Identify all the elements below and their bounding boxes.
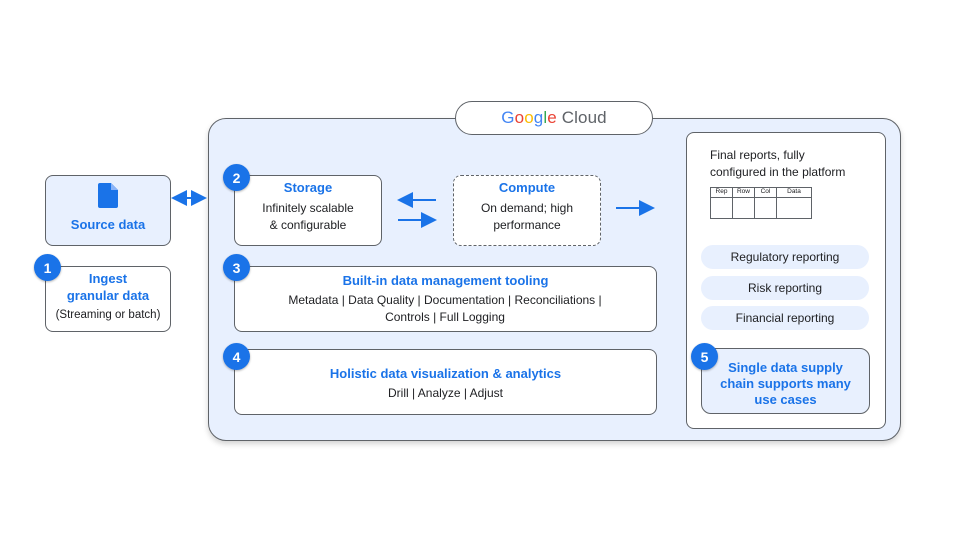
tooling-box: [234, 266, 657, 332]
compute-box: [453, 175, 601, 246]
compute-description: On demand; high performance: [453, 200, 601, 234]
compute-desc-line: On demand; high: [480, 201, 574, 215]
visualization-description: Drill | Analyze | Adjust: [388, 386, 503, 400]
supply-chain-line: Single data supply: [728, 360, 843, 375]
regulatory-reporting-pill: Regulatory reporting: [701, 245, 869, 269]
ingest-box: [45, 266, 171, 332]
financial-reporting-pill: Financial reporting: [701, 306, 869, 330]
logo-letter: G: [501, 108, 515, 127]
ingest-title-line: Ingest: [88, 271, 128, 286]
ingest-subtitle: (Streaming or batch): [55, 309, 161, 321]
step-badge-4: 4: [223, 343, 250, 370]
document-icon: [98, 183, 118, 208]
storage-box: [234, 175, 382, 246]
logo-letter: e: [547, 108, 557, 127]
tooling-title: Built-in data management tooling: [342, 273, 549, 288]
step-badge-2: 2: [223, 164, 250, 191]
supply-chain-line: use cases: [754, 392, 817, 407]
source-data-label: Source data: [70, 217, 146, 232]
step-badge-3: 3: [223, 254, 250, 281]
storage-desc-line: Infinitely scalable: [262, 201, 354, 215]
logo-product-name: Cloud: [561, 108, 607, 127]
supply-chain-box: [701, 348, 870, 414]
ingest-title: Ingest granular data: [45, 270, 171, 304]
visualization-title: Holistic data visualization & analytics: [329, 366, 562, 381]
visualization-box: [234, 349, 657, 415]
logo-letter: g: [533, 108, 544, 127]
tooling-desc-line: Metadata | Data Quality | Documentation …: [288, 293, 602, 307]
final-reports-title-line: Final reports, fully: [710, 148, 805, 162]
supply-chain-label: Single data supply chain supports many u…: [705, 360, 866, 408]
storage-title: Storage: [283, 180, 333, 195]
report-table-icon: Rep Row Col Data: [710, 187, 812, 219]
final-reports-title-line: configured in the platform: [710, 165, 846, 179]
tooling-description: Metadata | Data Quality | Documentation …: [270, 292, 620, 326]
risk-reporting-pill: Risk reporting: [701, 276, 869, 300]
step-badge-5: 5: [691, 343, 718, 370]
storage-desc-line: & configurable: [269, 218, 347, 232]
logo-letter: o: [514, 108, 525, 127]
logo-letter: l: [543, 108, 548, 127]
report-table-cell: [776, 197, 812, 219]
final-reports-title: Final reports, fully configured in the p…: [710, 147, 880, 181]
logo-letter: o: [524, 108, 534, 127]
tooling-desc-line: Controls | Full Logging: [385, 310, 505, 324]
compute-desc-line: performance: [493, 218, 561, 232]
compute-title: Compute: [498, 180, 556, 195]
step-badge-1: 1: [34, 254, 61, 281]
supply-chain-line: chain supports many: [720, 376, 851, 391]
storage-description: Infinitely scalable & configurable: [234, 200, 382, 234]
ingest-title-line: granular data: [66, 288, 150, 303]
